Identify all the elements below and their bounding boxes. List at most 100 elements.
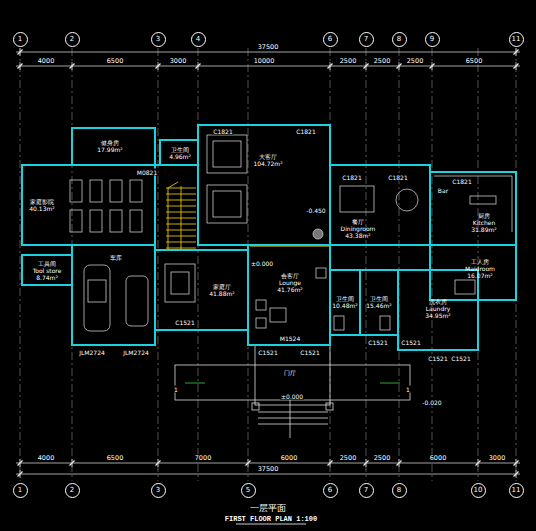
room-text: Maidroom	[465, 265, 495, 272]
plan-stroke	[516, 62, 517, 70]
plan-stroke	[366, 48, 367, 481]
dimension-text: 4000	[37, 58, 56, 65]
plan-stroke	[198, 62, 199, 70]
room-label: 车库	[109, 253, 123, 262]
plan-stroke	[330, 62, 331, 70]
opening-code: M1524	[279, 335, 301, 342]
opening-code: C1521	[257, 349, 278, 356]
plan-stroke	[20, 470, 21, 478]
plan-stroke	[70, 180, 82, 202]
plan-stroke	[248, 459, 249, 467]
dimension-text: 2500	[339, 455, 358, 462]
plan-stroke	[130, 210, 142, 232]
plan-stroke	[72, 245, 155, 345]
room-text: 41.76m²	[277, 286, 302, 293]
axis-number: 9	[430, 36, 434, 43]
room-text: 41.88m²	[209, 290, 234, 297]
plan-stroke	[158, 62, 159, 70]
room-text: 15.46m²	[366, 302, 391, 309]
axis-number: 7	[364, 36, 368, 43]
plan-stroke	[366, 459, 367, 467]
opening-code: C1821	[212, 128, 233, 135]
room-label: 会客厅Lounge41.76m²	[276, 271, 303, 294]
room-label: Bar	[437, 186, 449, 195]
plan-stroke	[256, 300, 266, 310]
opening-code: C1521	[299, 349, 320, 356]
plan-stroke	[380, 316, 390, 330]
room-text: Laundry	[425, 305, 450, 312]
room-label: 卫生间10.48m²	[331, 294, 358, 310]
opening-code: C1821	[341, 174, 362, 181]
axis-bubble: 3	[151, 483, 166, 498]
dimension-text: 2500	[339, 58, 358, 65]
plan-stroke	[16, 66, 520, 67]
room-name: 门厅	[284, 369, 296, 376]
plan-stroke	[398, 270, 478, 350]
room-label: 餐厅Diningroom43.38m²	[340, 217, 377, 240]
axis-number: 8	[397, 36, 401, 43]
opening-code: C1821	[295, 128, 316, 135]
terrace	[175, 345, 410, 438]
dimension-text: 3000	[169, 58, 188, 65]
room-text: 10.48m²	[332, 302, 357, 309]
plan-stroke	[432, 48, 433, 481]
dimension-text: 2500	[373, 58, 392, 65]
plan-stroke	[430, 172, 516, 245]
plan-stroke	[126, 276, 148, 326]
dimension-text: 37500	[257, 44, 280, 51]
room-label: 洗衣房Laundry34.95m²	[424, 297, 451, 320]
room-text: Kitchen	[471, 219, 496, 226]
plan-stroke	[316, 268, 326, 278]
dimension-text: 6000	[429, 455, 448, 462]
plan-stroke	[22, 255, 72, 285]
plan-stroke	[22, 165, 155, 245]
plan-stroke	[470, 196, 496, 204]
plan-stroke	[88, 280, 106, 302]
room-name: 家庭影院	[29, 198, 54, 205]
plan-stroke	[165, 264, 195, 302]
plan-stroke	[16, 463, 520, 464]
plan-caption: FIRST FLOOR PLAN 1:100	[225, 515, 317, 523]
plan-stroke	[360, 270, 398, 335]
plan-stroke	[258, 418, 328, 419]
room-name: 会客厅	[277, 272, 302, 279]
axis-number: 3	[156, 36, 160, 43]
axis-bubble: 6	[323, 483, 338, 498]
room-text: 4.96m²	[169, 153, 191, 160]
plan-stroke	[207, 185, 247, 223]
room-text: Diningroom	[341, 225, 376, 232]
opening-code: JLM2724	[78, 349, 106, 356]
dimension-text: 6000	[280, 455, 299, 462]
axis-number: 7	[364, 487, 368, 494]
axis-number: 6	[328, 36, 332, 43]
axis-number: 3	[156, 487, 160, 494]
elevation-mark: ±0.000	[280, 393, 304, 400]
room-name: 餐厅	[341, 218, 376, 225]
dimension-text: 6500	[106, 58, 125, 65]
room-text: 8.74m²	[33, 274, 62, 281]
opening-code: C1521	[427, 355, 448, 362]
room-label: 工具间Tool store8.74m²	[32, 259, 63, 282]
plan-stroke	[432, 62, 433, 70]
plan-stroke	[399, 62, 400, 70]
elevation-mark: -0.450	[305, 207, 326, 214]
dimension-text: 6500	[465, 58, 484, 65]
elevation-mark: ±0.000	[250, 260, 274, 267]
plan-stroke	[16, 52, 520, 53]
axis-number: 11	[512, 36, 521, 43]
plan-stroke	[366, 62, 367, 70]
room-name: Bar	[438, 187, 448, 194]
axis-number: 5	[246, 487, 250, 494]
plan-stroke	[158, 48, 159, 481]
dimension-text: 2500	[406, 58, 425, 65]
plan-stroke	[270, 308, 286, 322]
plan-stroke	[290, 400, 291, 438]
plan-stroke	[396, 189, 418, 211]
room-text: 31.89m²	[471, 226, 496, 233]
plan-stroke	[168, 182, 178, 250]
plan-stroke	[380, 383, 400, 384]
plan-stroke	[213, 191, 241, 217]
axis-number: 4	[196, 36, 200, 43]
room-text: 43.38m²	[341, 232, 376, 239]
